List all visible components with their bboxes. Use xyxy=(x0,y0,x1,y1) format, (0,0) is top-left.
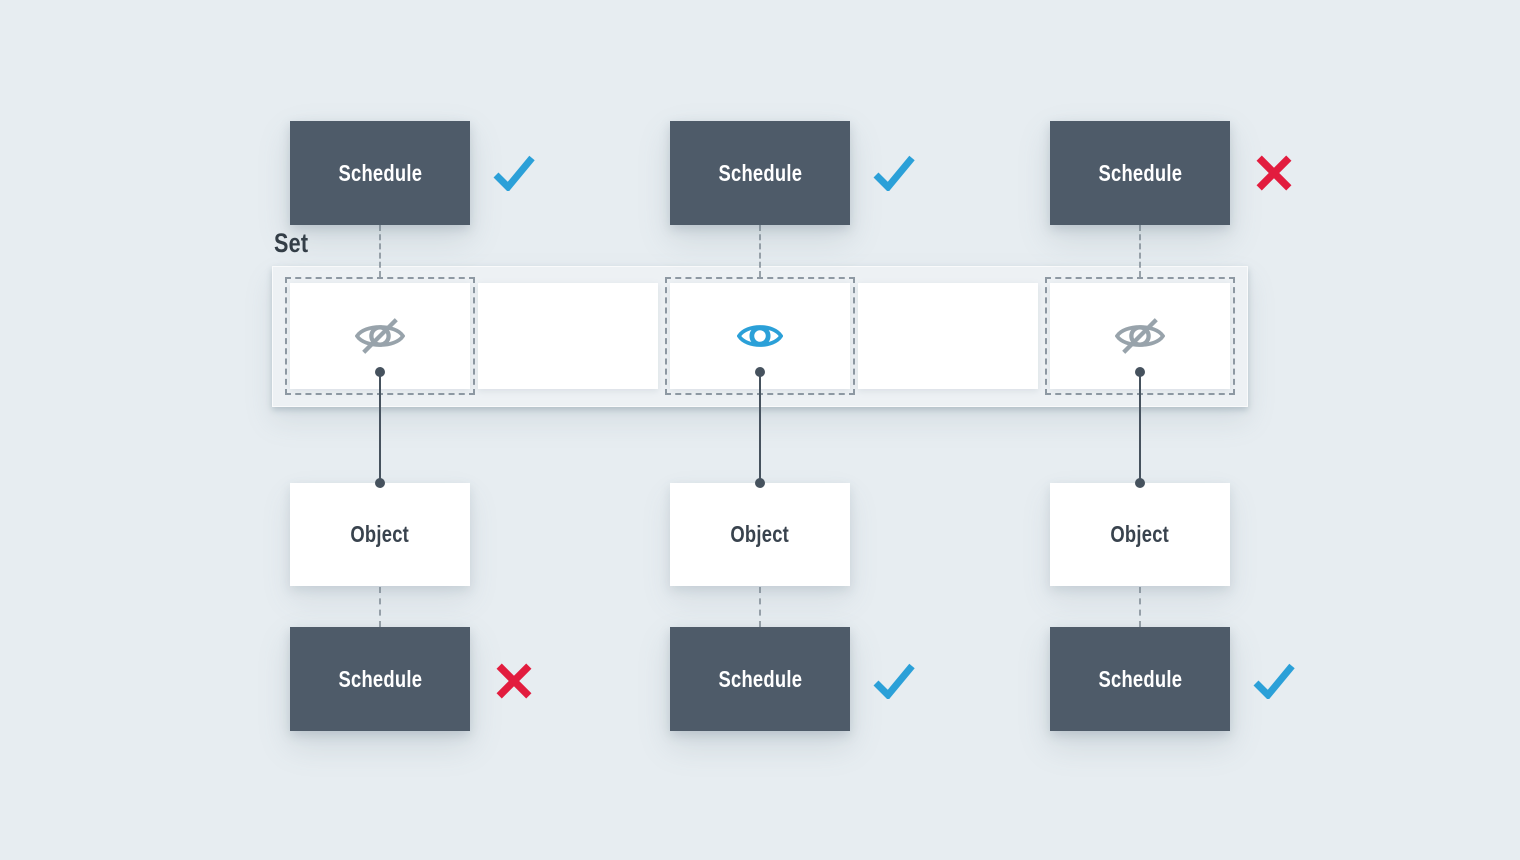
check-icon xyxy=(1253,663,1295,699)
solid-connector xyxy=(379,372,381,483)
dashed-connector xyxy=(759,225,761,277)
status-mark-bottom-1 xyxy=(492,659,536,703)
object-box-3: Object xyxy=(1050,483,1230,586)
connector-dot xyxy=(755,478,765,488)
dashed-connector xyxy=(379,587,381,627)
object-box-2: Object xyxy=(670,483,850,586)
eye-off-icon xyxy=(1115,318,1165,354)
cross-icon xyxy=(1256,155,1292,191)
schedule-label: Schedule xyxy=(338,159,422,186)
dashed-connector xyxy=(1139,225,1141,277)
object-label: Object xyxy=(1110,521,1170,547)
set-label: Set xyxy=(274,228,309,258)
schedule-label: Schedule xyxy=(718,159,802,186)
check-icon xyxy=(873,663,915,699)
dashed-connector xyxy=(759,587,761,627)
status-mark-top-2 xyxy=(872,151,916,195)
connector-dot xyxy=(1135,478,1145,488)
check-icon xyxy=(873,155,915,191)
schedule-label: Schedule xyxy=(338,665,422,692)
eye-icon xyxy=(737,325,783,347)
schedule-box-bottom-2: Schedule xyxy=(670,627,850,731)
dashed-connector xyxy=(379,225,381,277)
cross-icon xyxy=(496,663,532,699)
status-mark-top-3 xyxy=(1252,151,1296,195)
schedule-box-top-2: Schedule xyxy=(670,121,850,225)
status-mark-bottom-2 xyxy=(872,659,916,703)
object-box-1: Object xyxy=(290,483,470,586)
eye-off-icon xyxy=(355,318,405,354)
status-mark-bottom-3 xyxy=(1252,659,1296,703)
connector-dot xyxy=(755,367,765,377)
object-label: Object xyxy=(730,521,790,547)
schedule-box-bottom-3: Schedule xyxy=(1050,627,1230,731)
object-label: Object xyxy=(350,521,410,547)
schedule-box-bottom-1: Schedule xyxy=(290,627,470,731)
schedule-box-top-3: Schedule xyxy=(1050,121,1230,225)
solid-connector xyxy=(1139,372,1141,483)
schedule-label: Schedule xyxy=(1098,665,1182,692)
dashed-connector xyxy=(1139,587,1141,627)
connector-dot xyxy=(375,367,385,377)
connector-dot xyxy=(1135,367,1145,377)
status-mark-top-1 xyxy=(492,151,536,195)
connector-dot xyxy=(375,478,385,488)
set-item-empty xyxy=(478,283,658,389)
schedule-box-top-1: Schedule xyxy=(290,121,470,225)
set-item-empty xyxy=(858,283,1038,389)
schedule-label: Schedule xyxy=(1098,159,1182,186)
check-icon xyxy=(493,155,535,191)
schedule-label: Schedule xyxy=(718,665,802,692)
solid-connector xyxy=(759,372,761,483)
